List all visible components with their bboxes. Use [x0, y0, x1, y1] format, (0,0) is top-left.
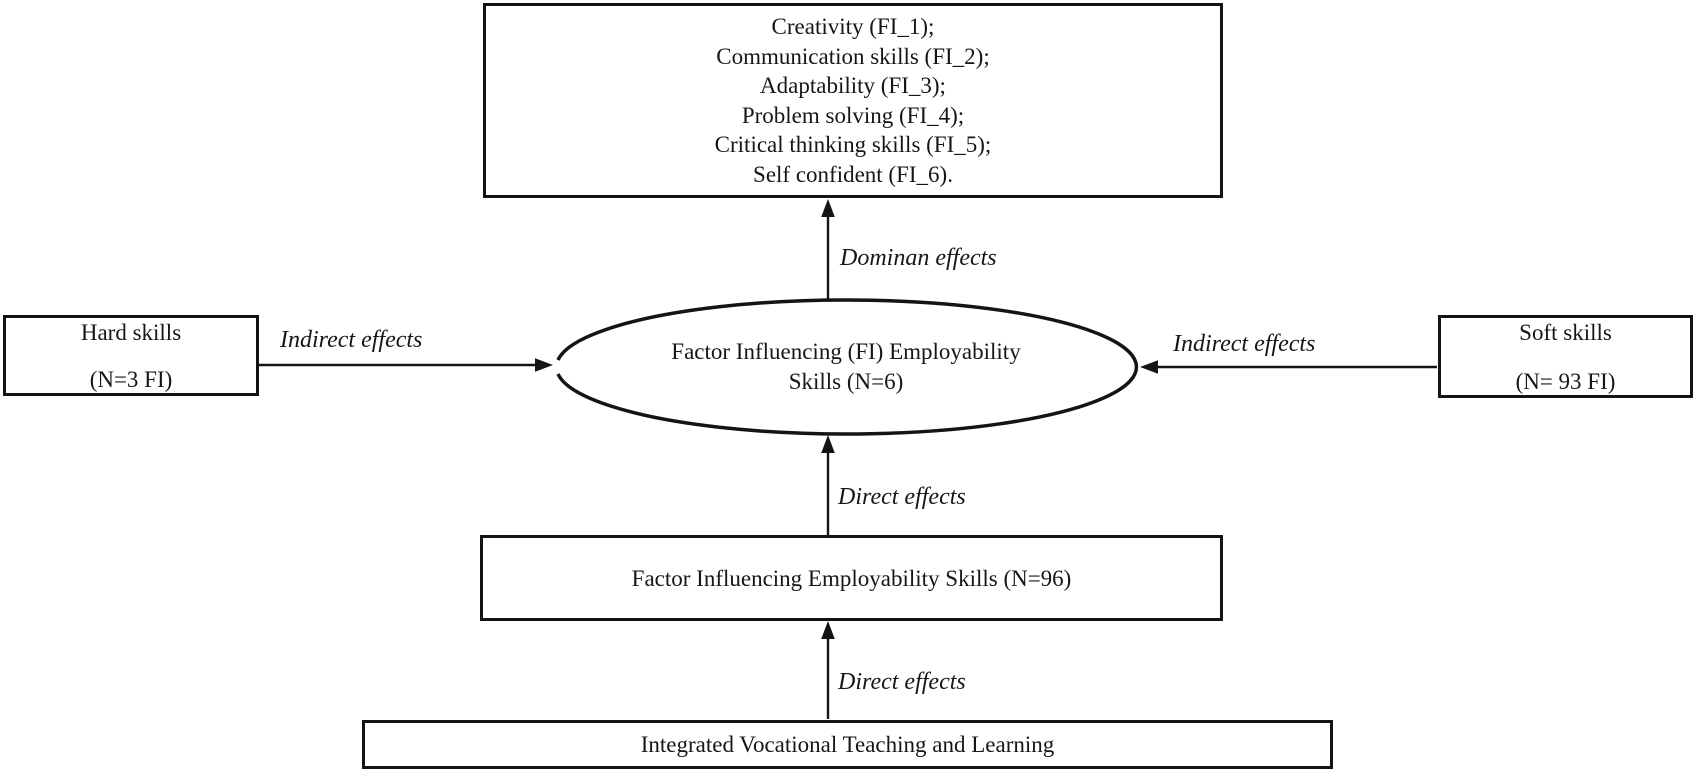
arrow-direct-effects-lower — [821, 621, 835, 719]
fi-ellipse-label: Factor Influencing (FI) Employability Sk… — [606, 330, 1086, 404]
arrow-direct-effects-upper — [821, 435, 835, 535]
fi-ellipse-label-line2: Skills (N=6) — [788, 369, 904, 394]
factor-line: Communication skills (FI_2); — [716, 43, 990, 69]
soft-skills-count: (N= 93 FI) — [1515, 369, 1616, 394]
fi-ellipse-label-line1: Factor Influencing (FI) Employability — [671, 339, 1021, 364]
fi-ellipse-outline — [556, 298, 1139, 436]
direct-effects-lower-label: Direct effects — [838, 669, 966, 695]
indirect-effects-left-label: Indirect effects — [280, 327, 423, 353]
factor-line: Critical thinking skills (FI_5); — [714, 132, 992, 157]
soft-skills-box: Soft skills (N= 93 FI) — [1438, 315, 1693, 398]
factor-line: Problem solving (FI_4); — [741, 102, 965, 128]
hard-skills-box: Hard skills (N=3 FI) — [3, 315, 259, 396]
arrow-indirect-effects-right — [1140, 360, 1437, 374]
fi96-box-label: Factor Influencing Employability Skills … — [631, 565, 1072, 591]
integrated-vocational-label: Integrated Vocational Teaching and Learn… — [640, 732, 1055, 757]
employability-factors-box: Creativity (FI_1); Communication skills … — [483, 3, 1223, 198]
factor-line: Creativity (FI_1); — [771, 14, 935, 39]
dominan-effects-label: Dominan effects — [840, 245, 997, 271]
factor-line: Self confident (FI_6). — [753, 161, 953, 187]
direct-effects-upper-label: Direct effects — [838, 484, 966, 510]
arrow-indirect-effects-left — [259, 358, 553, 372]
soft-skills-title: Soft skills — [1519, 320, 1612, 345]
indirect-effects-right-label: Indirect effects — [1173, 331, 1316, 357]
hard-skills-count: (N=3 FI) — [89, 367, 173, 392]
integrated-vocational-box: Integrated Vocational Teaching and Learn… — [362, 720, 1333, 769]
arrow-dominan-effects — [821, 199, 835, 301]
factor-line: Adaptability (FI_3); — [760, 73, 946, 98]
fi96-box: Factor Influencing Employability Skills … — [480, 535, 1223, 621]
hard-skills-title: Hard skills — [80, 320, 182, 345]
